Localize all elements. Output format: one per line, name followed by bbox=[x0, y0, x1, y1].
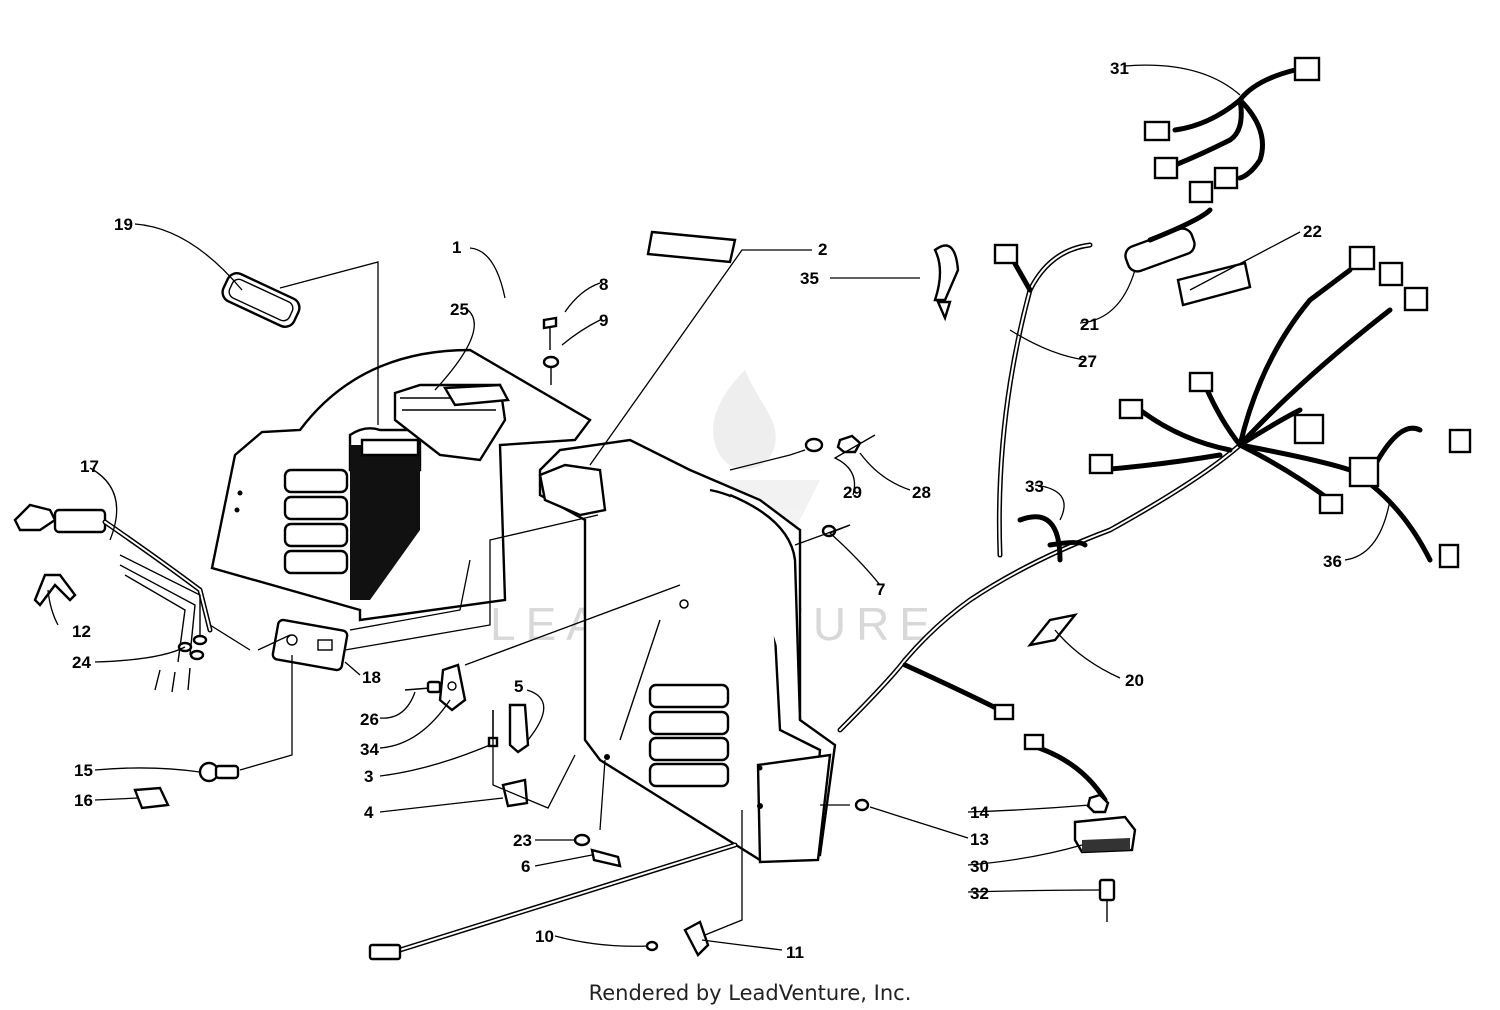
callout-7: 7 bbox=[876, 580, 885, 599]
part-31-sub-harness bbox=[1143, 56, 1321, 243]
callout-15: 15 bbox=[74, 761, 93, 780]
callout-9: 9 bbox=[599, 311, 608, 330]
leader-lines bbox=[47, 64, 1391, 951]
callout-5: 5 bbox=[514, 677, 523, 696]
callout-30: 30 bbox=[970, 857, 989, 876]
callout-6: 6 bbox=[521, 857, 530, 876]
part-13-grommet bbox=[854, 798, 870, 812]
callout-17: 17 bbox=[80, 457, 99, 476]
hood-right-panel bbox=[538, 438, 837, 864]
part-17-headlight-plug bbox=[13, 503, 213, 663]
callout-20: 20 bbox=[1125, 671, 1144, 690]
callout-21: 21 bbox=[1080, 315, 1099, 334]
callout-18: 18 bbox=[362, 668, 381, 687]
callout-31: 31 bbox=[1110, 59, 1129, 78]
callout-24: 24 bbox=[72, 653, 91, 672]
callout-3: 3 bbox=[364, 767, 373, 786]
footer-credit: Rendered by LeadVenture, Inc. bbox=[589, 981, 912, 1005]
part-10-11-clip bbox=[645, 920, 710, 958]
callout-10: 10 bbox=[535, 927, 554, 946]
part-2-decal bbox=[646, 230, 737, 264]
callout-28: 28 bbox=[912, 483, 931, 502]
part-8-9-screw bbox=[542, 316, 560, 385]
callout-11: 11 bbox=[786, 943, 804, 962]
part-12-bracket bbox=[33, 573, 77, 607]
hood-left-panel bbox=[210, 348, 592, 622]
callout-8: 8 bbox=[599, 275, 608, 294]
part-23-6-bolt bbox=[573, 833, 622, 868]
callout-13: 13 bbox=[970, 830, 989, 849]
callout-35: 35 bbox=[800, 269, 819, 288]
part-19-lens bbox=[221, 272, 301, 328]
callout-1: 1 bbox=[452, 238, 461, 257]
callout-34: 34 bbox=[360, 740, 379, 759]
callout-25: 25 bbox=[450, 300, 469, 319]
part-30-regulator bbox=[1073, 793, 1137, 922]
callout-32: 32 bbox=[970, 884, 989, 903]
part-15-16-socket bbox=[133, 761, 240, 810]
main-wiring-harness bbox=[837, 227, 1472, 803]
callout-14: 14 bbox=[970, 803, 989, 822]
callout-19: 19 bbox=[114, 215, 133, 234]
part-28-29-nut-washer bbox=[804, 434, 862, 454]
callout-16: 16 bbox=[74, 791, 93, 810]
lower-harness-cable bbox=[368, 842, 738, 961]
callout-labels: 1 2 3 4 5 6 7 8 9 10 11 12 13 14 15 16 1… bbox=[72, 59, 1342, 962]
callout-29: 29 bbox=[843, 483, 862, 502]
part-26-34-switch bbox=[404, 663, 467, 712]
callout-26: 26 bbox=[360, 710, 379, 729]
callout-36: 36 bbox=[1323, 552, 1342, 571]
callout-2: 2 bbox=[818, 240, 827, 259]
callout-27: 27 bbox=[1078, 352, 1097, 371]
callout-33: 33 bbox=[1025, 477, 1044, 496]
callout-4: 4 bbox=[364, 803, 374, 822]
callout-22: 22 bbox=[1303, 222, 1322, 241]
callout-12: 12 bbox=[72, 622, 91, 641]
callout-23: 23 bbox=[513, 831, 532, 850]
part-18-switch-plate bbox=[271, 618, 349, 672]
part-24-bulbs bbox=[154, 634, 208, 693]
